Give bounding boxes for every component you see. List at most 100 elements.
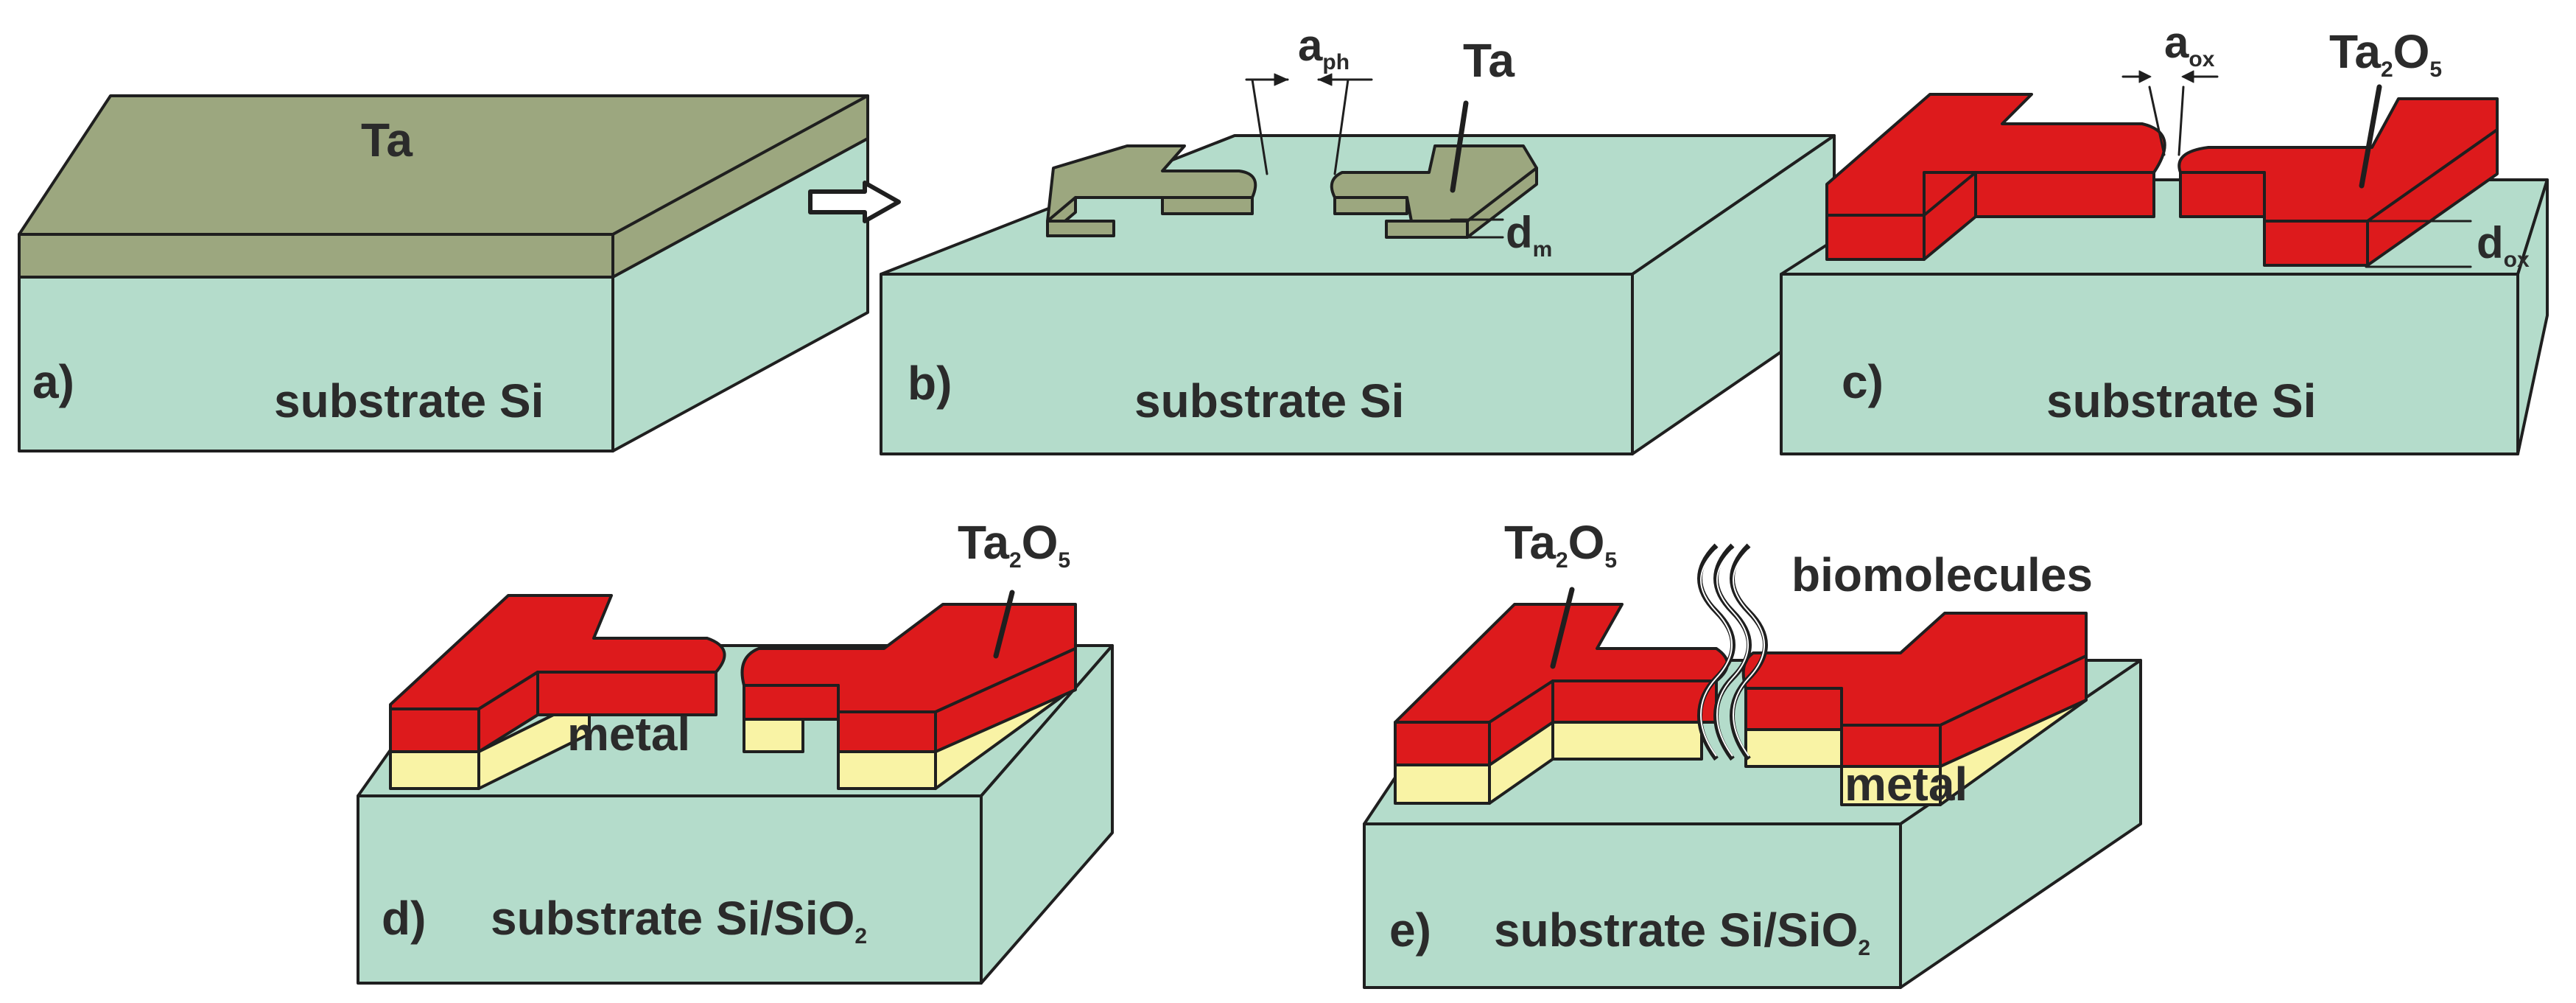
panel-e: Ta2O5 biomolecules metal e) substrate Si… bbox=[1389, 516, 2093, 960]
ta2o5-e-ta: Ta bbox=[1504, 516, 1556, 569]
biomolecule-strand-1 bbox=[1697, 543, 1736, 761]
oxide-d-right-front bbox=[743, 684, 840, 721]
panel-d: Ta2O5 metal d) substrate Si/SiO2 bbox=[382, 516, 1070, 948]
panel-d-label: d) bbox=[382, 892, 426, 945]
oxide-d-left-front bbox=[389, 707, 480, 753]
metal-e-left-front bbox=[1394, 763, 1491, 805]
biomolecule-strand-3 bbox=[1730, 543, 1768, 761]
gap-aox-label: aox bbox=[2164, 18, 2215, 71]
ta2o5-d-sub1: 2 bbox=[1009, 548, 1022, 573]
ta2o5-d-o: O bbox=[1022, 516, 1059, 569]
substrate-d-front bbox=[357, 794, 983, 985]
ta-pattern-label: Ta bbox=[1463, 34, 1515, 87]
ta2o5-e-o: O bbox=[1568, 516, 1605, 569]
panel-c-substrate-label: substrate Si bbox=[2046, 374, 2316, 427]
oxide-left-front bbox=[1825, 214, 1926, 261]
oxide-right-front2 bbox=[2263, 220, 2369, 267]
oxide-left-side bbox=[1923, 171, 1977, 261]
gap-aox-arrowhead-left bbox=[2138, 70, 2152, 83]
substrate-e-sub: 2 bbox=[1858, 936, 1870, 960]
ta-pattern-left-front2 bbox=[1161, 196, 1254, 215]
ta2o5-label-e: Ta2O5 bbox=[1504, 516, 1617, 573]
ta2o5-e-pointer-line bbox=[1550, 587, 1575, 669]
diagram-geometry bbox=[18, 70, 2549, 989]
biomolecules-label: biomolecules bbox=[1791, 548, 2093, 601]
gap-aph-label: aph bbox=[1298, 21, 1350, 74]
gap-aox-arrowhead-right bbox=[2181, 70, 2194, 83]
oxide-d-left-front2 bbox=[536, 671, 717, 716]
oxide-e-left-front bbox=[1394, 721, 1491, 766]
substrate-e-main: substrate Si/SiO bbox=[1494, 904, 1858, 957]
panel-b-substrate-label: substrate Si bbox=[1134, 374, 1404, 427]
ta-pattern-right-front2 bbox=[1385, 220, 1469, 239]
thickness-dox-sub: ox bbox=[2504, 248, 2530, 272]
metal-d-mid bbox=[743, 718, 804, 753]
ta2o5-d-pointer-line bbox=[993, 590, 1015, 659]
ta2o5-c-sub2: 5 bbox=[2429, 57, 2442, 82]
panel-d-substrate-label: substrate Si/SiO2 bbox=[491, 892, 867, 948]
oxide-e-right-front bbox=[1744, 687, 1843, 731]
panel-a: Ta a) substrate Si bbox=[32, 113, 544, 427]
ta2o5-d-sub2: 5 bbox=[1058, 548, 1070, 573]
metal-e-left-front2 bbox=[1551, 721, 1703, 761]
metal-label-d: metal bbox=[567, 707, 690, 761]
oxide-d-right-front2 bbox=[837, 710, 937, 753]
ta2o5-c-pointer-line bbox=[2359, 84, 2382, 189]
gap-aph-ext-right bbox=[1333, 78, 1350, 175]
oxide-d-right-side bbox=[934, 647, 1077, 753]
oxide-e-left-front2 bbox=[1551, 679, 1718, 724]
ta-pattern-right-front bbox=[1333, 196, 1408, 215]
gap-aph-ext-left bbox=[1251, 78, 1268, 175]
ta2o5-label-d: Ta2O5 bbox=[958, 516, 1070, 573]
panel-b-label: b) bbox=[908, 357, 952, 410]
ta2o5-c-ta: Ta bbox=[2329, 25, 2381, 78]
metal-d-right-front bbox=[837, 750, 937, 790]
ta2o5-c-o: O bbox=[2393, 25, 2430, 78]
metal-label-e: metal bbox=[1845, 758, 1968, 811]
panel-c-label: c) bbox=[1842, 355, 1884, 408]
thickness-dm-sub: m bbox=[1533, 237, 1553, 262]
metal-e-right-front bbox=[1744, 728, 1843, 768]
thickness-dm-label: dm bbox=[1506, 208, 1552, 262]
gap-aox-ext-right bbox=[2177, 85, 2185, 156]
thickness-dox-main: d bbox=[2477, 218, 2504, 268]
gap-aph-arrowhead-right bbox=[1318, 73, 1333, 86]
ta2o5-label-c: Ta2O5 bbox=[2329, 25, 2442, 82]
substrate-d-main: substrate Si/SiO bbox=[491, 892, 854, 945]
panel-b: Ta aph dm b) substrate Si bbox=[908, 21, 1552, 427]
panel-a-label: a) bbox=[32, 355, 74, 408]
metal-d-left-front bbox=[389, 750, 480, 790]
ta2o5-d-ta: Ta bbox=[958, 516, 1009, 569]
panel-e-substrate-label: substrate Si/SiO2 bbox=[1494, 904, 1870, 960]
oxide-right-front bbox=[2179, 171, 2266, 218]
oxide-left-front2 bbox=[1923, 171, 2155, 218]
right-arrow-icon bbox=[808, 181, 901, 223]
panel-c: aox Ta2O5 dox c) substrate Si bbox=[1842, 18, 2530, 427]
ta-film-front bbox=[18, 233, 614, 279]
oxide-right-side bbox=[2366, 128, 2499, 267]
gap-aph-sub: ph bbox=[1322, 50, 1350, 74]
gap-aph-arrowhead-left bbox=[1274, 73, 1288, 86]
gap-aox-ext-left bbox=[2148, 85, 2166, 156]
biomolecule-strand-2 bbox=[1713, 543, 1752, 761]
gap-aox-main: a bbox=[2164, 18, 2189, 67]
biomolecule-strand-1-inner bbox=[1700, 549, 1733, 757]
ta-pointer-line bbox=[1450, 100, 1469, 193]
substrate-c-side bbox=[2516, 178, 2549, 455]
panel-e-label: e) bbox=[1389, 904, 1431, 957]
oxide-e-right-side bbox=[1939, 654, 2088, 768]
substrate-d-sub: 2 bbox=[854, 924, 867, 948]
ta2o5-e-sub2: 5 bbox=[1604, 548, 1617, 573]
oxide-right-top bbox=[2177, 97, 2499, 223]
ta2o5-e-sub1: 2 bbox=[1556, 548, 1568, 573]
gap-aox-sub: ox bbox=[2189, 47, 2214, 71]
ta2o5-c-sub1: 2 bbox=[2381, 57, 2393, 82]
panel-a-substrate-label: substrate Si bbox=[274, 374, 544, 427]
ta-pattern-left-front bbox=[1046, 220, 1115, 237]
biomolecule-strand-3-inner bbox=[1733, 549, 1765, 757]
thickness-dox-label: dox bbox=[2477, 218, 2530, 272]
thickness-dm-main: d bbox=[1506, 208, 1533, 257]
biomolecule-strand-2-inner bbox=[1716, 549, 1749, 757]
ta-film-label: Ta bbox=[361, 113, 413, 167]
